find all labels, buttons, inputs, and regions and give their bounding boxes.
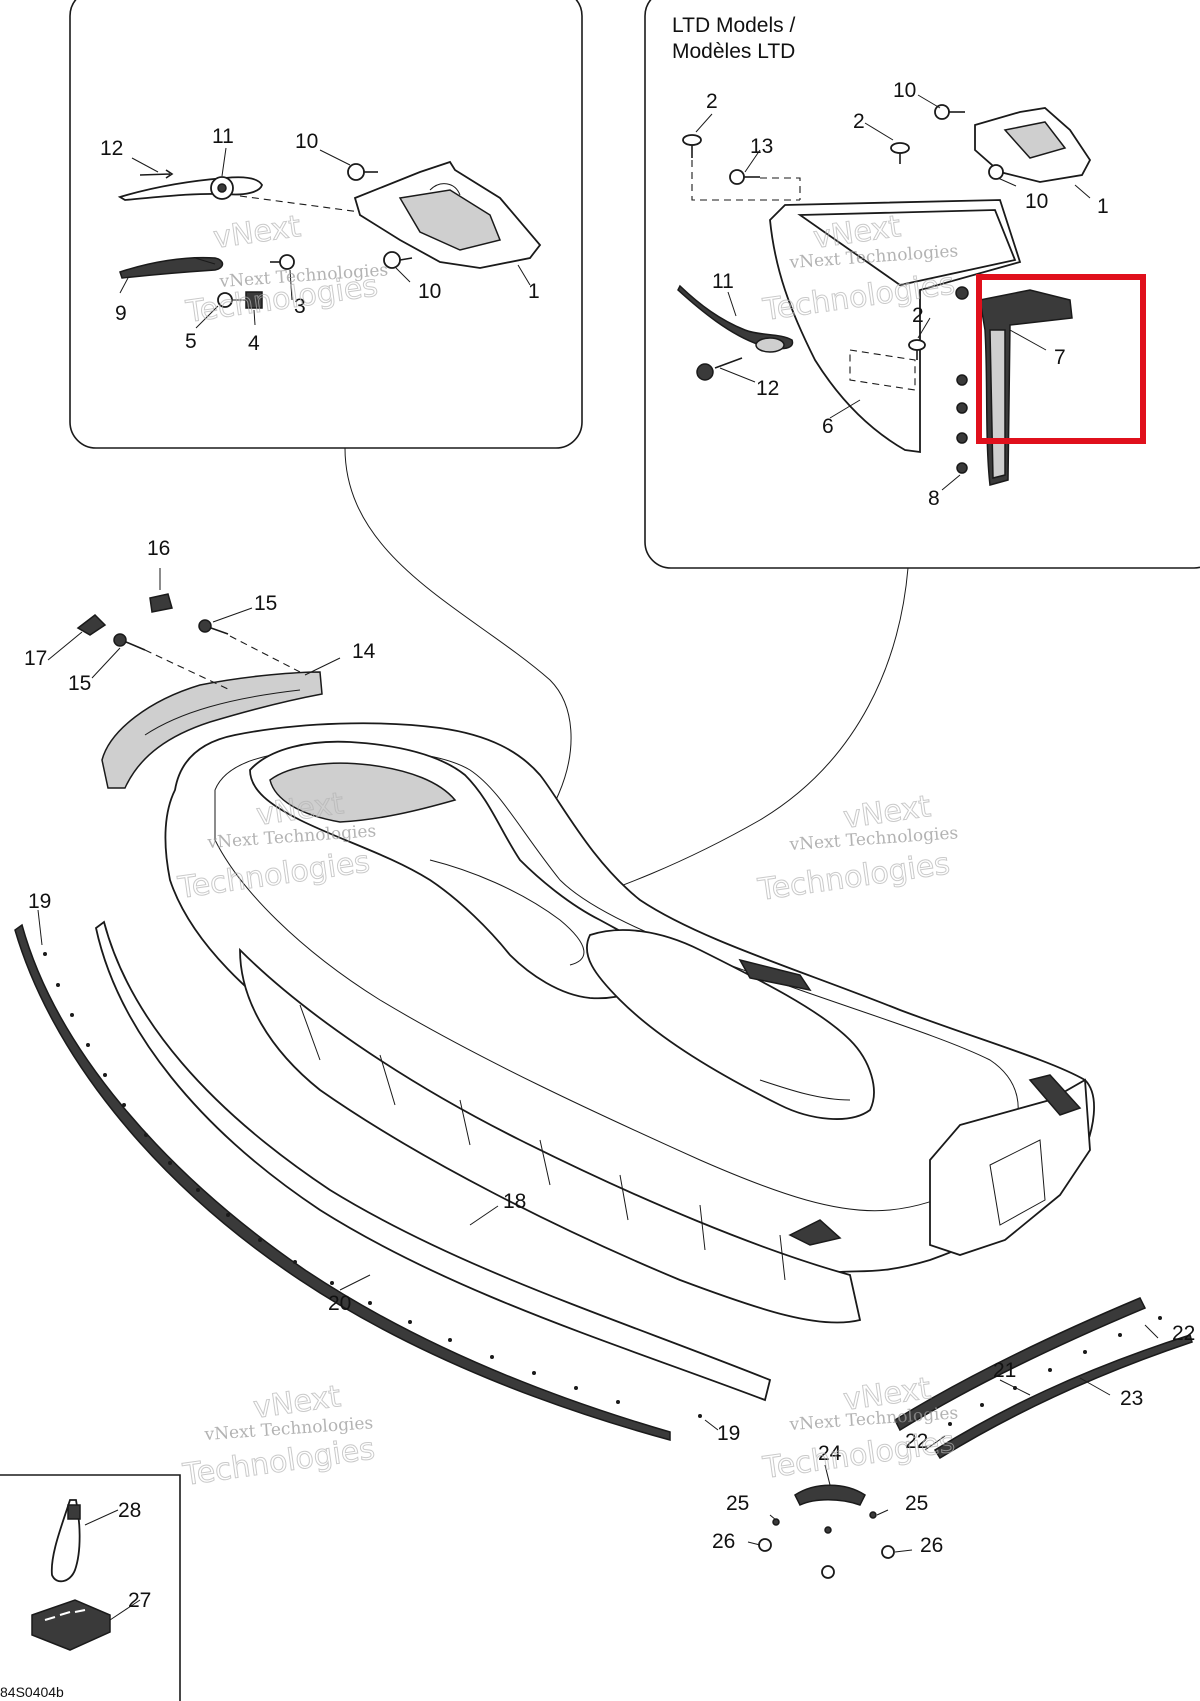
callout-8: 8 [928, 487, 940, 510]
watermark-4: vNext vNext Technologies Technologies [755, 789, 959, 909]
part-20-rub-rail [14, 923, 671, 1441]
callout-10: 10 [1025, 190, 1048, 213]
part-13-screw [729, 169, 745, 185]
part-23-stern-rail [933, 1334, 1193, 1460]
part-9-trim [119, 256, 224, 279]
hull-side [239, 947, 862, 1324]
callout-12: 12 [756, 377, 779, 400]
callout-25: 25 [905, 1492, 928, 1515]
callout-23: 23 [1120, 1387, 1143, 1410]
callout-17: 17 [24, 647, 47, 670]
part-18-rub-rail [94, 920, 772, 1402]
leader-lines [37, 94, 1159, 1621]
part-14-handle-rail [101, 671, 323, 789]
callout-2: 2 [853, 110, 865, 133]
callout-13: 13 [750, 135, 773, 158]
part-25-rivet [772, 1518, 780, 1526]
callout-16: 16 [147, 537, 170, 560]
part-28-cable-tie [50, 1499, 81, 1583]
callout-25: 25 [726, 1492, 749, 1515]
svg-text:vNext: vNext [211, 209, 303, 256]
callout-2: 2 [706, 90, 718, 113]
callout-1: 1 [528, 280, 540, 303]
callout-11: 11 [212, 125, 234, 148]
callout-5: 5 [185, 330, 197, 353]
part-17-cap [76, 614, 107, 636]
hull-stern [929, 1078, 1091, 1256]
part-8-screw [956, 402, 968, 414]
callout-10: 10 [893, 79, 916, 102]
callout-3: 3 [294, 295, 306, 318]
highlight-box [976, 274, 1146, 444]
callout-10: 10 [418, 280, 441, 303]
callout-22: 22 [905, 1430, 928, 1453]
callout-26: 26 [920, 1534, 943, 1557]
callout-20: 20 [328, 1292, 351, 1315]
callout-10: 10 [295, 130, 318, 153]
ltd-panel-title-line2: Modèles LTD [672, 40, 795, 63]
callout-6: 6 [822, 415, 834, 438]
callout-24: 24 [818, 1442, 842, 1465]
part-15-screw [198, 619, 212, 633]
callout-15: 15 [254, 592, 277, 615]
callout-12: 12 [100, 137, 123, 160]
part-2-rivet [890, 142, 910, 154]
part-15-screw [113, 633, 127, 647]
hull-footwell [585, 929, 875, 1120]
watermark-6: vNext vNext Technologies Technologies [760, 1371, 959, 1487]
callout-21: 21 [993, 1359, 1016, 1382]
callout-19: 19 [28, 890, 51, 913]
part-10-screw [347, 163, 365, 181]
callout-2: 2 [912, 304, 924, 327]
watermark-5: vNext vNext Technologies Technologies [180, 1379, 378, 1494]
part-26-plug [758, 1538, 772, 1552]
callout-9: 9 [115, 302, 127, 325]
part-10-screw [988, 164, 1004, 180]
part-8-screw [956, 432, 968, 444]
accessory-inset-panel [0, 1474, 181, 1701]
svg-text:Technologies: Technologies [755, 846, 952, 908]
part-10-screw [934, 104, 950, 120]
part-21-stern-rail [894, 1297, 1147, 1432]
ltd-model-panel [644, 0, 1200, 569]
part-2-rivet [908, 339, 926, 351]
callout-4: 4 [248, 332, 260, 355]
callout-11: 11 [712, 270, 734, 293]
part-19-rivets [43, 952, 702, 1418]
part-27-connector [31, 1599, 111, 1651]
part-8-screw [956, 374, 968, 386]
part-8-screw [956, 462, 968, 474]
callout-15: 15 [68, 672, 91, 695]
callout-14: 14 [352, 640, 376, 663]
callout-19: 19 [717, 1422, 740, 1445]
callout-1: 1 [1097, 195, 1109, 218]
part-25-rivet [869, 1511, 877, 1519]
part-26-plug [881, 1545, 895, 1559]
part-24-plate [794, 1484, 866, 1506]
drawing-code: 84S0404b [0, 1684, 64, 1700]
callout-7: 7 [1054, 346, 1066, 369]
part-16-cap [149, 593, 173, 613]
part-2-rivet [682, 134, 702, 146]
callout-18: 18 [503, 1190, 526, 1213]
part-12-rivet-ltd [696, 363, 714, 381]
callout-28: 28 [118, 1499, 141, 1522]
callout-26: 26 [712, 1530, 735, 1553]
ltd-panel-title-line1: LTD Models / [672, 14, 795, 37]
part-12-rivet [139, 169, 174, 179]
standard-model-panel [69, 0, 583, 449]
callout-22: 22 [1172, 1322, 1195, 1345]
callout-27: 27 [128, 1589, 151, 1612]
